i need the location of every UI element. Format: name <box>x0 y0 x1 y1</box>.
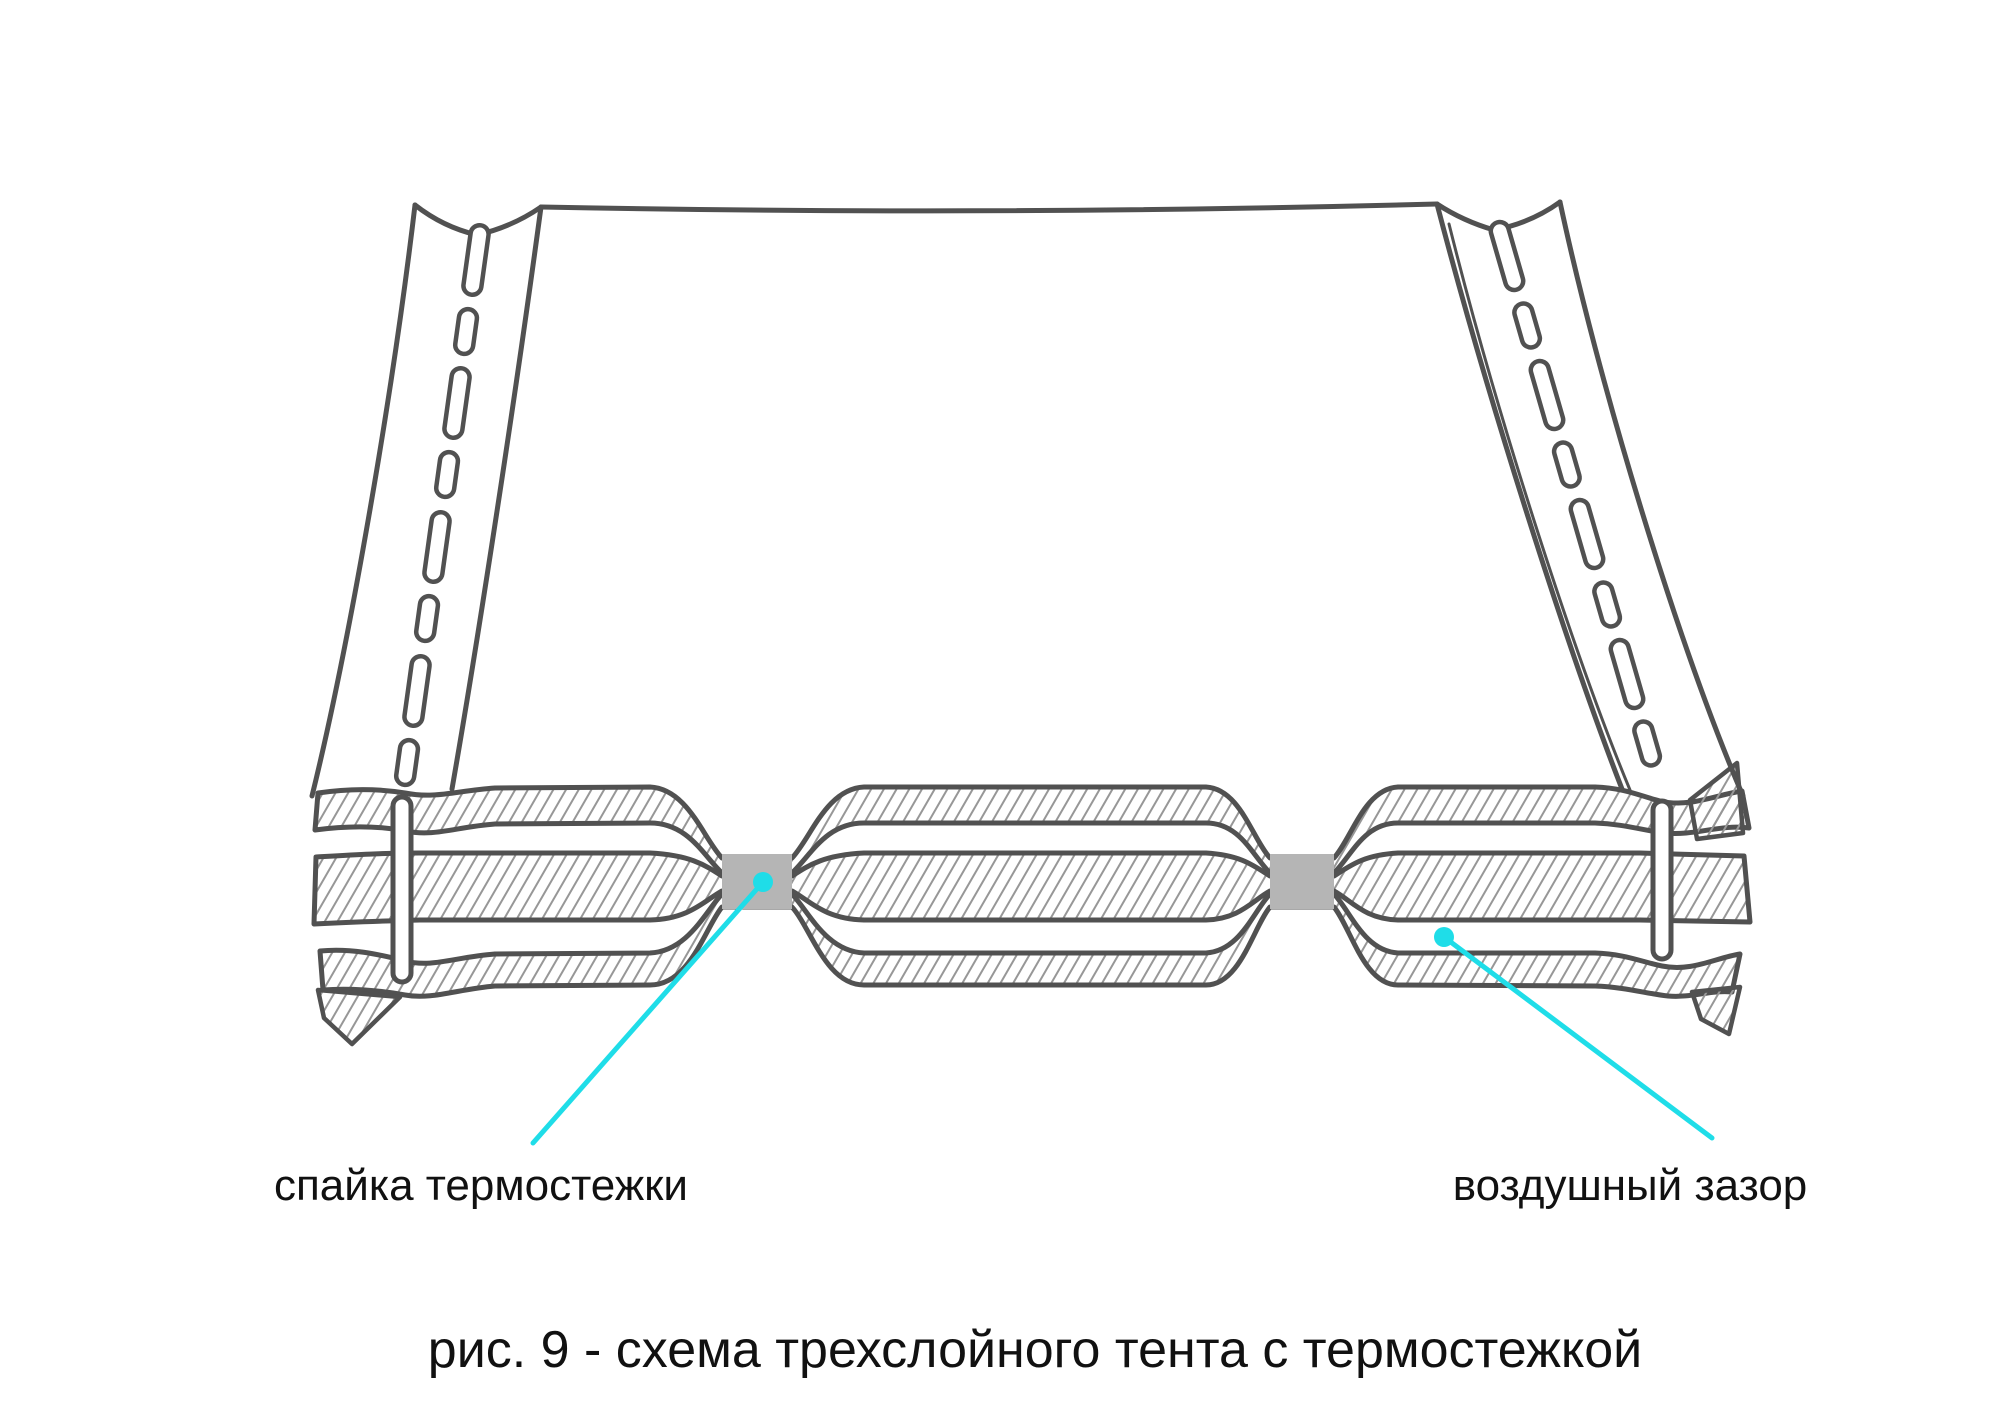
weld-spot-2 <box>1270 854 1334 909</box>
left-end-cut-wedge <box>315 987 403 1047</box>
air-gap-leader-line <box>1441 934 1715 1141</box>
right-seam <box>1434 199 1746 799</box>
air-gap-dot <box>1434 927 1454 947</box>
stitch-mark <box>433 449 461 500</box>
stitch-mark <box>393 737 421 788</box>
right-top-fold-wedge <box>1687 760 1746 842</box>
stitch-mark <box>1568 497 1606 571</box>
right-seam-fold-line <box>1447 222 1632 792</box>
stitch-mark <box>1512 301 1543 350</box>
weld-leader-line <box>530 879 766 1146</box>
stitch-mark <box>1592 580 1623 629</box>
stitch-mark <box>402 653 432 729</box>
right-stitch-chain <box>1488 219 1663 768</box>
stitch-mark <box>413 593 441 644</box>
stitch-mark <box>1608 637 1646 711</box>
left-stitch-chain <box>393 222 491 788</box>
stitch-mark <box>1488 219 1526 293</box>
left-seam <box>309 202 544 799</box>
left-inner-edge <box>449 204 544 792</box>
middle-layer-band <box>311 850 1753 927</box>
stitch-mark <box>442 365 472 441</box>
right-inner-edge <box>1434 201 1625 792</box>
left-seam-outer-edge <box>309 202 418 799</box>
right-end-cut-wedge <box>1689 984 1743 1037</box>
top-sheet <box>452 204 1622 789</box>
stitch-mark <box>461 222 491 298</box>
left-stitch-bar <box>390 794 414 985</box>
top-edge <box>538 201 1440 214</box>
cross-section <box>311 760 1753 1047</box>
weld-dot <box>753 872 773 892</box>
annotation-weld: спайка термостежки <box>274 872 773 1210</box>
right-stitch-bar <box>1650 798 1674 962</box>
top-sheet-edges <box>449 201 1625 792</box>
stitch-mark <box>422 509 452 585</box>
figure-caption: рис. 9 - схема трехслойного тента с терм… <box>428 1321 1642 1379</box>
stitch-mark <box>1632 719 1663 768</box>
right-seam-outer-edge <box>1557 199 1746 799</box>
stitch-mark <box>1551 440 1582 489</box>
weld-label: спайка термостежки <box>274 1161 688 1210</box>
annotation-air-gap: воздушный зазор <box>1434 927 1807 1210</box>
stitch-mark <box>452 306 480 357</box>
air-gap-label: воздушный зазор <box>1453 1161 1808 1210</box>
stitch-mark <box>1528 358 1566 432</box>
top-sheet-surface <box>452 204 1622 789</box>
